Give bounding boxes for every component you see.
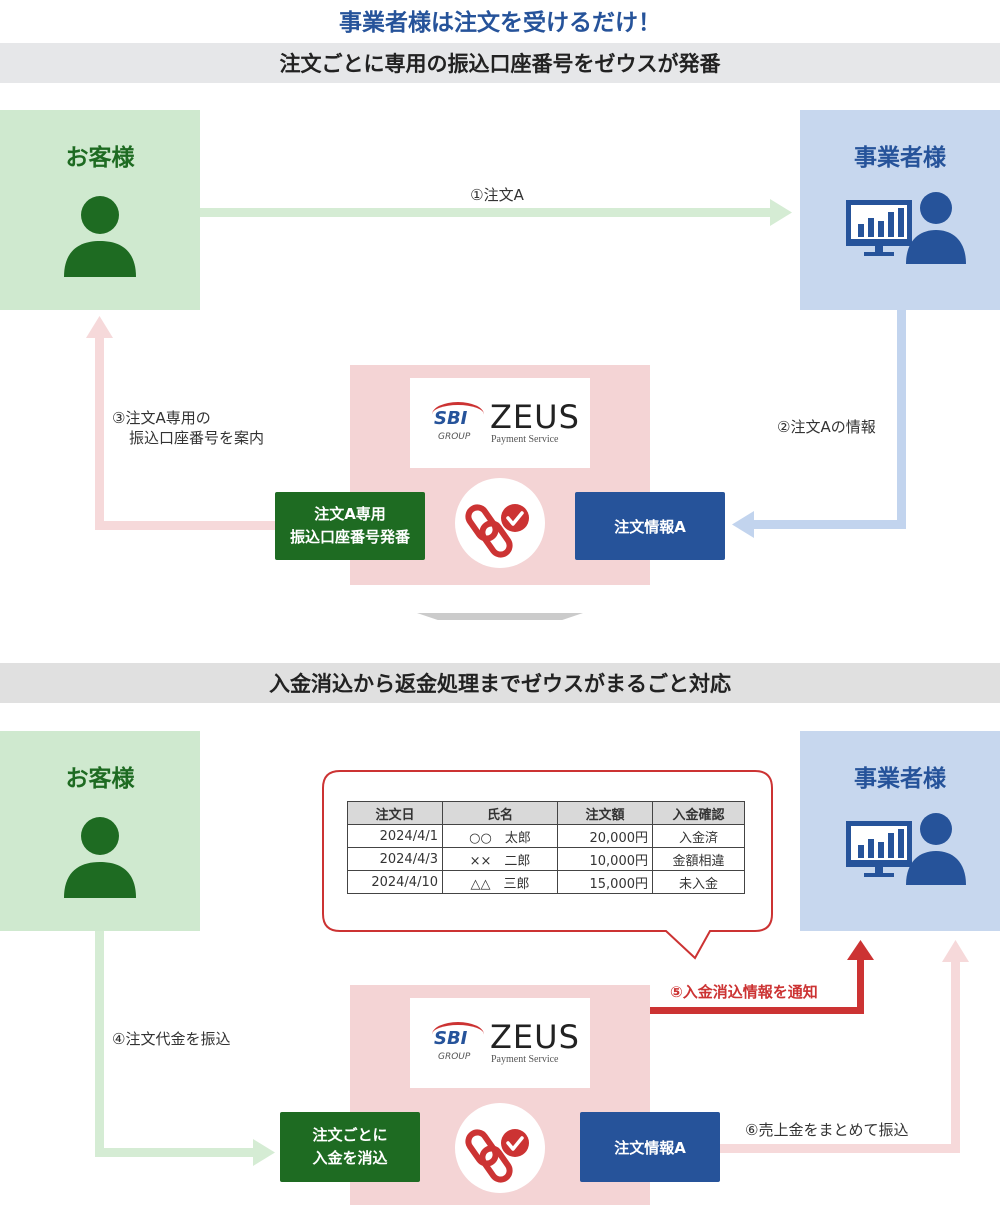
cell-status: 金額相違 [652,847,745,871]
business-label: 事業者様 [854,145,946,171]
payment-table: 注文日 氏名 注文額 入金確認 2024/4/1 ○○ 太郎 20,000円 入… [347,801,745,894]
step3-label-line1: ③注文A専用の [112,409,211,427]
logo-swoosh [432,402,484,427]
customer-box-2: お客様 [0,731,200,931]
cell-name: ×× 二郎 [442,847,558,871]
section1-arrows [86,199,906,620]
issue-account-button[interactable]: 注文A専用 振込口座番号発番 [275,492,425,560]
step3-arrow-shaft-v [95,336,104,530]
step6-arrow-shaft-h [720,1144,960,1153]
step6-arrow-shaft-v [951,960,960,1153]
cell-amount: 15,000円 [557,870,653,894]
chain-link-check-icon [455,478,545,568]
section2-banner: 入金消込から返金処理までゼウスがまるごと対応 [0,663,1000,703]
step4-label: ④注文代金を振込 [112,1030,231,1048]
cell-amount: 10,000円 [557,847,653,871]
cell-amount: 20,000円 [557,824,653,848]
step3-arrow-shaft-h [95,521,275,530]
step5-arrow-shaft-h [650,1007,864,1014]
flow-down-arrow [417,613,583,620]
step2-arrow-head [732,511,754,538]
step1-arrow-shaft [200,208,772,217]
reconcile-line1: 注文ごとに [312,1126,388,1144]
logo-zeus: ZEUS [490,1018,580,1056]
logo-group: GROUP [438,432,471,442]
step4-arrow-head [253,1139,275,1166]
cell-name: ○○ 太郎 [442,824,558,848]
cell-date: 2024/4/1 [347,824,443,848]
monitor-chart-person-icon [846,192,966,264]
monitor-chart-person-icon [846,813,966,885]
business-box: 事業者様 [800,110,1000,310]
cell-status: 入金済 [652,824,745,848]
logo-payment-service: Payment Service [491,1054,559,1065]
step2-arrow-shaft-v [897,310,906,529]
logo-sbi: SBI [434,1028,468,1049]
issue-account-line1: 注文A専用 [314,505,386,523]
step6-label: ⑥売上金をまとめて振込 [745,1121,909,1139]
step5-arrow-head [847,940,874,960]
logo-swoosh [432,1022,484,1047]
business-label-2: 事業者様 [854,766,946,792]
reconcile-line2: 入金を消込 [312,1149,388,1167]
person-icon [64,817,136,898]
header-amount: 注文額 [557,801,653,825]
step1-label: ①注文A [470,186,524,204]
table-header-row: 注文日 氏名 注文額 入金確認 [347,801,745,825]
order-info-button-2[interactable]: 注文情報A [580,1112,720,1182]
header-name: 氏名 [442,801,558,825]
payment-table-wrap: 注文日 氏名 注文額 入金確認 2024/4/1 ○○ 太郎 20,000円 入… [347,801,745,894]
chain-link-check-icon [455,1103,545,1193]
person-icon [64,196,136,277]
step5-arrow-shaft-v [857,958,864,1014]
order-info-button[interactable]: 注文情報A [575,492,725,560]
header-order-date: 注文日 [347,801,443,825]
cell-date: 2024/4/3 [347,847,443,871]
step3-label-line2: 振込口座番号を案内 [129,429,265,447]
zeus-logo-2: SBI GROUP ZEUS Payment Service [410,998,590,1088]
table-row: 2024/4/10 △△ 三郎 15,000円 未入金 [347,870,745,894]
cell-date: 2024/4/10 [347,870,443,894]
page-headline: 事業者様は注文を受けるだけ！ [339,10,661,36]
step2-arrow-shaft-h [752,520,906,529]
issue-account-line2: 振込口座番号発番 [289,528,410,546]
logo-zeus: ZEUS [490,398,580,436]
step4-arrow-shaft-v [95,931,104,1157]
table-row: 2024/4/1 ○○ 太郎 20,000円 入金済 [347,824,745,848]
customer-label: お客様 [65,145,135,171]
section1-banner: 注文ごとに専用の振込口座番号をゼウスが発番 [0,43,1000,83]
customer-box: お客様 [0,110,200,310]
cell-name: △△ 三郎 [442,870,558,894]
step2-label: ②注文Aの情報 [777,418,876,436]
logo-payment-service: Payment Service [491,434,559,445]
logo-sbi: SBI [434,408,468,429]
zeus-logo: SBI GROUP ZEUS Payment Service [410,378,590,468]
step5-label: ⑤入金消込情報を通知 [670,983,818,1001]
cell-status: 未入金 [652,870,745,894]
header-payment-status: 入金確認 [652,801,745,825]
step1-arrow-head [770,199,792,226]
step6-arrow-head [942,940,969,962]
table-row: 2024/4/3 ×× 二郎 10,000円 金額相違 [347,847,745,871]
logo-group: GROUP [438,1052,471,1062]
customer-label-2: お客様 [65,766,135,792]
step4-arrow-shaft-h [95,1148,255,1157]
step3-arrow-head [86,316,113,338]
business-box-2: 事業者様 [800,731,1000,931]
reconcile-button[interactable]: 注文ごとに 入金を消込 [280,1112,420,1182]
